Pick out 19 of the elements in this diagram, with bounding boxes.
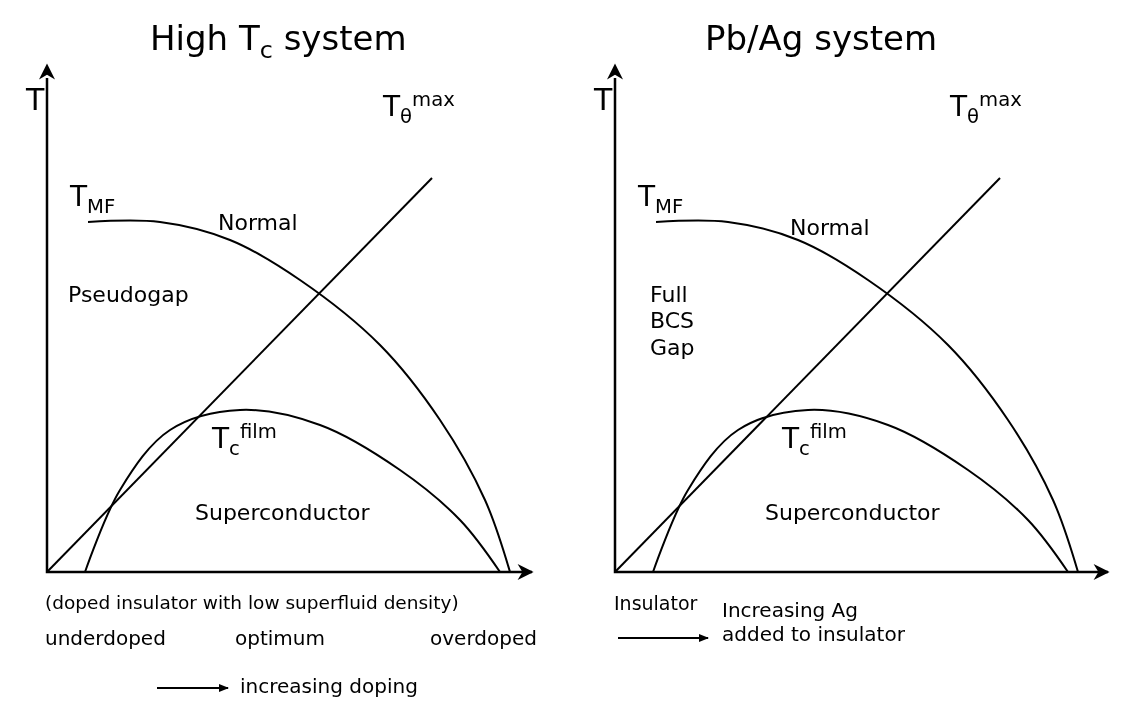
region-label: Pseudogap	[68, 282, 189, 309]
region-label: Superconductor	[195, 500, 370, 527]
region-label: Normal	[790, 215, 870, 242]
region-label: Normal	[218, 210, 298, 237]
curve-label: T$_{MF}$	[70, 180, 116, 219]
axis-note: optimum	[235, 626, 325, 650]
axis-note: Insulator	[614, 592, 698, 615]
axis-note: (doped insulator with low superfluid density)	[45, 592, 459, 615]
direction-note: increasing doping	[240, 674, 418, 698]
region-label: Full BCS Gap	[650, 282, 696, 362]
panel-title: Pb/Ag system	[705, 18, 938, 59]
panel-title: High T$_{c}$ system	[150, 18, 407, 65]
region-label: Superconductor	[765, 500, 940, 527]
axis-note: underdoped	[45, 626, 166, 650]
axis-note: overdoped	[430, 626, 537, 650]
curve-label: T$_{MF}$	[638, 180, 684, 219]
axis-label: T	[26, 82, 45, 118]
axis-note: Increasing Ag added to insulator	[722, 598, 906, 646]
axis-label: T	[594, 82, 613, 118]
